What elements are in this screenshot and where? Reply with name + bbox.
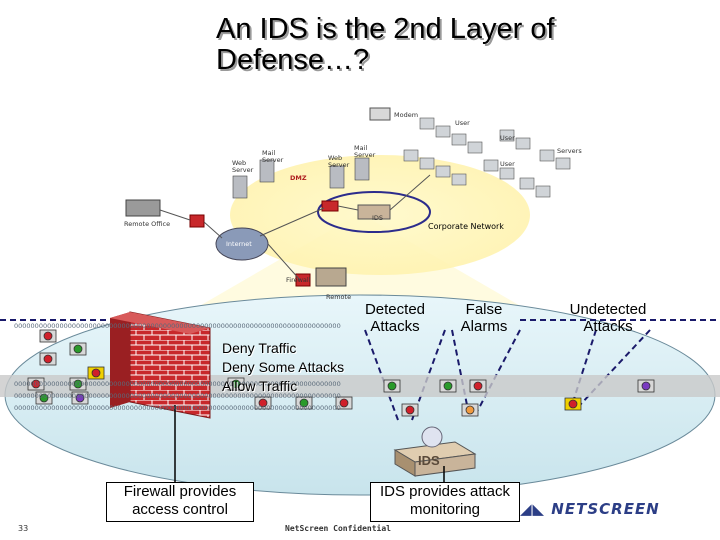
- mail-server-mid-label: Mail Server: [354, 144, 376, 159]
- deny-traffic-label: Deny Traffic: [222, 340, 297, 356]
- undetected-attacks-label: Undetected Attacks: [569, 301, 647, 335]
- dmz-label: DMZ: [290, 174, 307, 182]
- deny-some-attacks-label: Deny Some Attacks: [222, 359, 345, 375]
- web-server-left-label: Web Server: [232, 159, 254, 174]
- page-number: 33: [18, 524, 29, 533]
- logo-text: NETSCREEN: [551, 500, 660, 518]
- data-stream-4: 0000000000000000000000000000000000000000…: [14, 404, 341, 412]
- data-stream-3: 0000000000000000000000000000000000000000…: [14, 392, 341, 400]
- web-server-mid-label: Web Server: [328, 154, 350, 169]
- user-left-label: User: [500, 160, 515, 168]
- corporate-network-devices: [125, 107, 571, 287]
- ids-caption-box: IDS provides attack monitoring: [370, 482, 520, 522]
- title-line-2: Defense…?: [216, 44, 370, 76]
- internet-label: Internet: [226, 240, 252, 248]
- corporate-network-label: Corporate Network: [428, 222, 504, 231]
- servers-label: Servers: [557, 147, 582, 155]
- confidential-notice: NetScreen Confidential: [285, 524, 391, 533]
- data-stream-1: 0000000000000000000000000000000000000000…: [14, 322, 341, 330]
- traffic-packets: [27, 329, 655, 417]
- data-stream-2: 0000000000000000000000000000000000000000…: [14, 380, 341, 388]
- firewall-caption-box: Firewall provides access control: [106, 482, 254, 522]
- firewall-small-label: Firewall: [286, 276, 311, 284]
- netscreen-logo: ◢◣ NETSCREEN: [520, 500, 660, 518]
- remote-label: Remote: [326, 293, 352, 301]
- ids-highlight-ring: [317, 191, 431, 233]
- title-line-1: An IDS is the 2nd Layer of: [216, 13, 555, 45]
- allow-traffic-label: Allow Traffic: [222, 378, 298, 394]
- mail-server-left-label: Mail Server: [262, 149, 284, 164]
- detected-attacks-label: Detected Attacks: [364, 301, 426, 335]
- user-mid-label: User: [500, 134, 515, 142]
- ids-device-label: IDS: [418, 453, 440, 468]
- firewall-wall: [110, 311, 211, 419]
- logo-mark-icon: ◢◣: [520, 500, 552, 518]
- modem-label: Modem: [394, 111, 419, 119]
- false-alarms-label: False Alarms: [460, 301, 508, 335]
- user-top-label: User: [455, 119, 470, 127]
- remote-office-label: Remote Office: [124, 220, 171, 228]
- ids-device: [393, 426, 477, 477]
- slide-title: An IDS is the 2nd Layer of Defense…?: [216, 14, 636, 76]
- ids-small-label: IDS: [372, 214, 384, 222]
